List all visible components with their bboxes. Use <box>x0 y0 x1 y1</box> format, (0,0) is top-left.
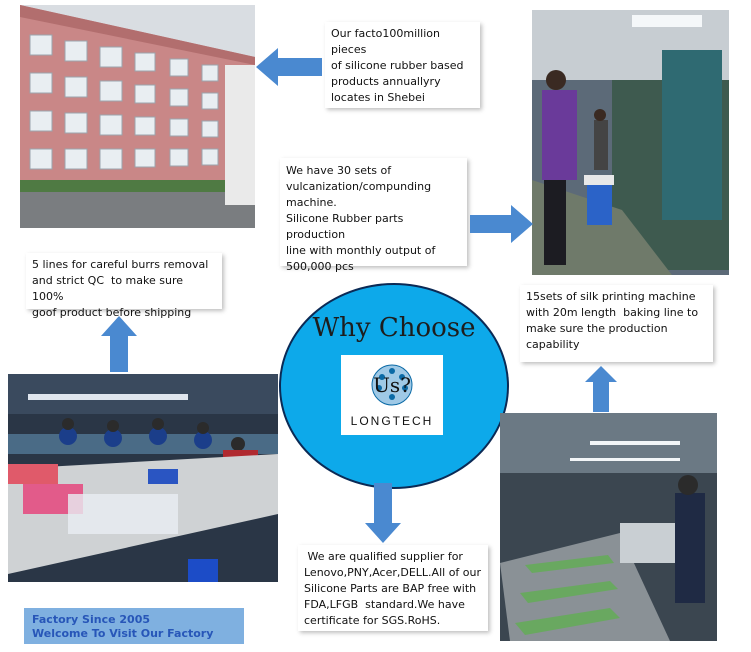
supplier-note: We are qualified supplier for Lenovo,PNY… <box>298 545 488 631</box>
burrs-note-text: 5 lines for careful burrs removal and st… <box>32 258 209 319</box>
factory-banner: Factory Since 2005 Welcome To Visit Our … <box>24 608 244 644</box>
silk-printing-line-photo <box>500 413 717 641</box>
longtech-logo: Us? LONGTECH <box>341 355 443 435</box>
arrow-left-icon <box>256 48 322 86</box>
assembly-line-photo <box>8 374 278 582</box>
logo-arc-text: LONGTECH <box>351 414 434 428</box>
logo-text: Us? <box>373 373 411 397</box>
vulcanization-note-text: We have 30 sets of vulcanization/compund… <box>286 164 436 273</box>
arrow-up-icon <box>585 366 617 412</box>
banner-line-2: Welcome To Visit Our Factory <box>32 627 214 640</box>
banner-line-1: Factory Since 2005 <box>32 613 151 626</box>
silk-printing-note-text: 15sets of silk printing machine with 20m… <box>526 290 699 351</box>
supplier-note-text: We are qualified supplier for Lenovo,PNY… <box>304 550 482 627</box>
arrow-up-icon <box>101 316 137 372</box>
arrow-down-icon <box>365 483 401 543</box>
factory-note-text: Our facto100million pieces of silicone r… <box>331 27 464 104</box>
vulcanization-note: We have 30 sets of vulcanization/compund… <box>280 158 467 273</box>
why-choose-circle: Why Choose Us? LONGTECH <box>279 283 509 489</box>
silk-printing-note: 15sets of silk printing machine with 20m… <box>520 285 713 362</box>
burrs-note: 5 lines for careful burrs removal and st… <box>26 253 222 319</box>
factory-note: Our facto100million pieces of silicone r… <box>325 22 480 108</box>
circle-title: Why Choose <box>312 313 476 343</box>
arrow-right-icon <box>470 205 533 243</box>
factory-building-photo <box>20 5 255 228</box>
vulcanization-machine-photo <box>532 10 729 275</box>
